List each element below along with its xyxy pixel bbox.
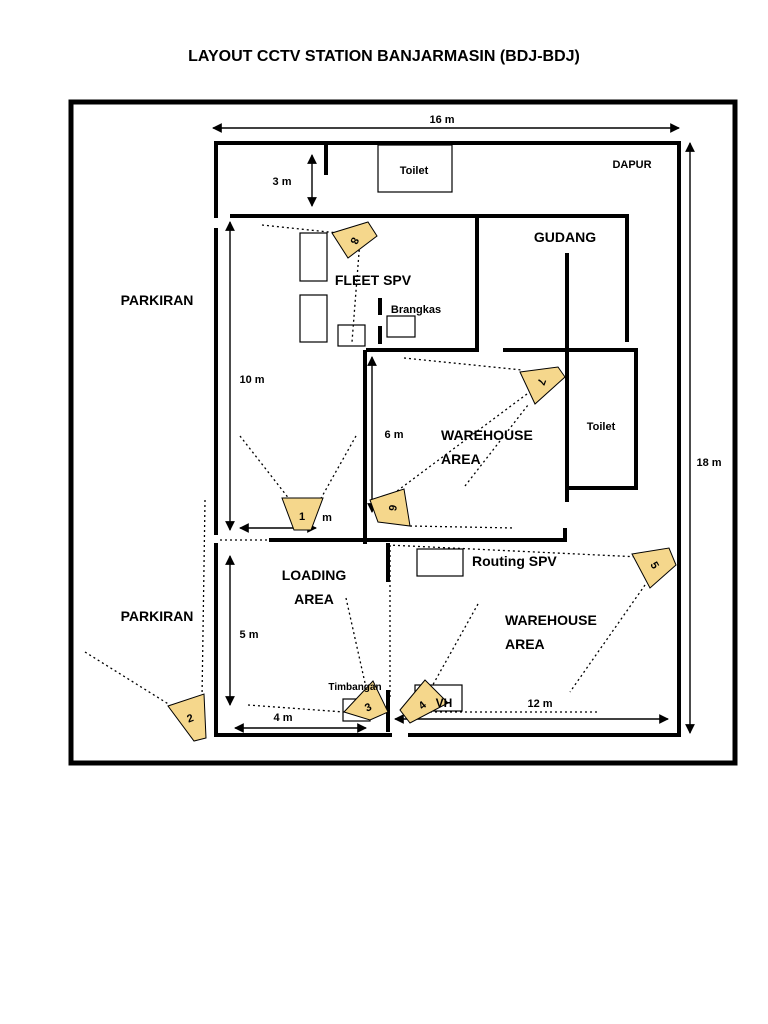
vh-label: VH [436,696,453,710]
dim-height-total: 18 m [696,457,721,469]
dim-warehouse-width: 12 m [527,698,552,710]
camera-5-number: 5 [647,560,660,571]
toilet-top-box [377,144,453,193]
dimension-arrows [212,123,695,734]
desk-1 [299,232,328,282]
outer-frame [68,99,738,766]
dim-loading-height: 5 m [240,629,259,641]
camera-6: 6 [369,488,411,527]
camera-4: 4 [399,679,449,724]
dimension-labels: 16 m 18 m 3 m 10 m 6 m m 5 m 4 m 12 m [239,114,721,724]
camera-7: 7 [519,366,566,405]
loading-label-2: AREA [294,591,334,607]
brangkas-box [386,315,416,338]
parkiran-top-label: PARKIRAN [121,292,194,308]
dim-corridor: 3 m [273,176,292,188]
dim-loading-width: 4 m [274,712,293,724]
routing-spv-box [416,548,464,577]
fleet-spv-label: FLEET SPV [335,272,412,288]
timbangan-label: Timbangan [328,682,381,693]
camera-3-number: 3 [363,701,374,714]
dim-left-height: 10 m [239,374,264,386]
page-title: LAYOUT CCTV STATION BANJARMASIN (BDJ-BDJ… [188,48,580,65]
small-box [337,324,366,347]
dim-warehouse-height: 6 m [385,429,404,441]
camera-2-number: 2 [185,712,195,725]
room-labels: Toilet DAPUR GUDANG FLEET SPV Brangkas P… [121,159,652,710]
camera-8-number: 8 [347,235,360,246]
camera-1-number: 1 [299,511,305,523]
dim-camera1-width: m [322,512,332,524]
warehouse-top-label-1: WAREHOUSE [441,427,533,443]
gudang-label: GUDANG [534,229,596,245]
camera-3: 3 [343,680,389,721]
routing-spv-label: Routing SPV [472,553,557,569]
furniture [299,144,464,722]
warehouse-top-label-2: AREA [441,451,481,467]
loading-label-1: LOADING [282,567,347,583]
cameras: 1 2 3 4 5 6 7 8 [167,221,677,742]
dapur-label: DAPUR [612,159,651,171]
camera-8: 8 [331,221,378,259]
building-walls [214,141,681,737]
toilet-right-label: Toilet [587,421,616,433]
toilet-top-label: Toilet [400,165,429,177]
camera-6-number: 6 [386,504,399,512]
camera-1: 1 [281,497,324,531]
camera-7-number: 7 [534,377,547,387]
dim-width-total: 16 m [429,114,454,126]
warehouse-bottom-label-2: AREA [505,636,545,652]
desk-2 [299,294,328,343]
parkiran-bottom-label: PARKIRAN [121,608,194,624]
warehouse-bottom-label-1: WAREHOUSE [505,612,597,628]
camera-view-lines [84,224,646,713]
camera-2: 2 [167,693,207,742]
camera-5: 5 [631,547,677,589]
brangkas-label: Brangkas [391,304,441,316]
